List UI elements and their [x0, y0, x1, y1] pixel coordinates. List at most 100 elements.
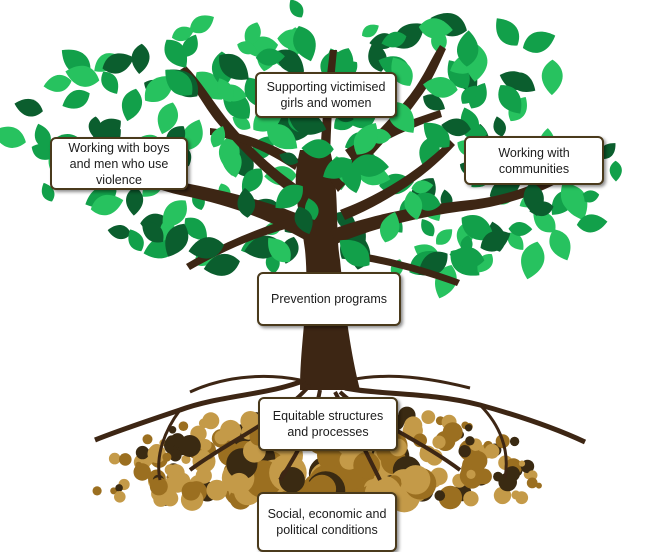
- leaf: [165, 223, 189, 257]
- leaf: [102, 53, 135, 74]
- leaf: [90, 194, 124, 216]
- root-circle: [119, 453, 132, 466]
- leaf: [65, 65, 100, 87]
- leaf: [210, 126, 226, 148]
- root-circle: [166, 435, 178, 447]
- root-circle: [464, 424, 473, 432]
- root-circle: [114, 491, 126, 503]
- leaf: [507, 232, 524, 250]
- leaf: [0, 126, 26, 148]
- root-circle: [115, 484, 123, 492]
- root-circle: [438, 485, 463, 510]
- leaf: [529, 201, 554, 217]
- leaf: [341, 162, 362, 194]
- leaf: [142, 221, 164, 243]
- leaf: [351, 154, 389, 177]
- leaf: [423, 94, 445, 111]
- root-circle: [484, 443, 500, 459]
- leaf: [301, 139, 334, 159]
- leaves-front: [34, 18, 608, 280]
- leaf: [435, 229, 453, 245]
- leaf: [493, 116, 506, 137]
- working-with-communities-label: Working with communities: [464, 136, 604, 185]
- leaf: [533, 210, 556, 233]
- leaf: [449, 247, 485, 269]
- leaf: [128, 229, 144, 252]
- root-circle: [465, 436, 475, 446]
- root-circle: [168, 426, 177, 434]
- root-circle: [181, 481, 201, 501]
- root-circle: [142, 434, 153, 445]
- root-circle: [214, 430, 229, 445]
- leaf: [237, 41, 258, 55]
- leaf: [88, 116, 101, 137]
- leaf: [266, 124, 298, 150]
- root-circle: [178, 435, 201, 457]
- leaf: [480, 230, 511, 252]
- root-circle: [476, 468, 492, 485]
- leaf: [418, 18, 453, 39]
- leaf: [203, 253, 240, 276]
- leaf: [255, 48, 285, 66]
- leaf: [14, 98, 43, 117]
- leaf: [508, 221, 533, 236]
- leaf: [164, 39, 187, 68]
- root-circle: [135, 461, 142, 469]
- leaf: [189, 15, 214, 34]
- root-circle: [434, 490, 446, 501]
- leaf: [293, 26, 316, 62]
- root-circle: [509, 436, 520, 447]
- root-circle: [498, 472, 517, 492]
- leaf: [381, 31, 407, 48]
- leaf: [268, 237, 291, 263]
- root-circle: [135, 445, 150, 460]
- root-circle: [463, 491, 479, 507]
- leaf: [609, 160, 622, 182]
- root-circle: [153, 491, 169, 507]
- leaf: [131, 43, 150, 75]
- root-circle: [149, 477, 168, 496]
- root-circle: [353, 451, 381, 479]
- leaf: [576, 214, 608, 233]
- root-circle: [206, 479, 228, 501]
- leaf: [423, 122, 450, 148]
- root-circle: [421, 410, 436, 424]
- leaf: [353, 123, 378, 155]
- leaf: [241, 168, 263, 194]
- root-circle: [401, 465, 431, 495]
- root-circle: [170, 464, 182, 476]
- leaf: [275, 184, 303, 209]
- root-circle: [442, 422, 463, 443]
- leaf: [188, 237, 224, 259]
- leaf: [62, 89, 90, 109]
- root-circle: [527, 470, 538, 481]
- leaf: [34, 123, 51, 149]
- leaf: [441, 118, 471, 136]
- leaf: [509, 72, 536, 92]
- leaf: [184, 217, 207, 240]
- leaf: [237, 187, 256, 218]
- root-circle: [199, 439, 212, 452]
- leaf: [498, 85, 522, 114]
- leaf: [496, 18, 520, 46]
- root-circle: [202, 412, 220, 430]
- root-circle: [518, 460, 526, 467]
- leaf: [222, 145, 242, 178]
- root-circle: [466, 469, 476, 479]
- leaf: [232, 116, 251, 130]
- leaf: [421, 219, 435, 237]
- root-circle: [147, 444, 166, 464]
- leaf: [219, 54, 249, 80]
- leaf: [244, 22, 261, 47]
- leaf: [379, 212, 400, 243]
- leaf: [126, 186, 144, 216]
- supporting-victimised-label: Supporting victimised girls and women: [255, 72, 397, 118]
- root-circle: [458, 445, 471, 458]
- leaf: [101, 71, 119, 94]
- root-circle: [110, 487, 118, 495]
- leaf: [461, 85, 477, 104]
- root-circle: [178, 421, 189, 432]
- root-circle: [404, 416, 423, 435]
- equitable-structures-label: Equitable structures and processes: [258, 397, 398, 451]
- leaf: [560, 181, 585, 214]
